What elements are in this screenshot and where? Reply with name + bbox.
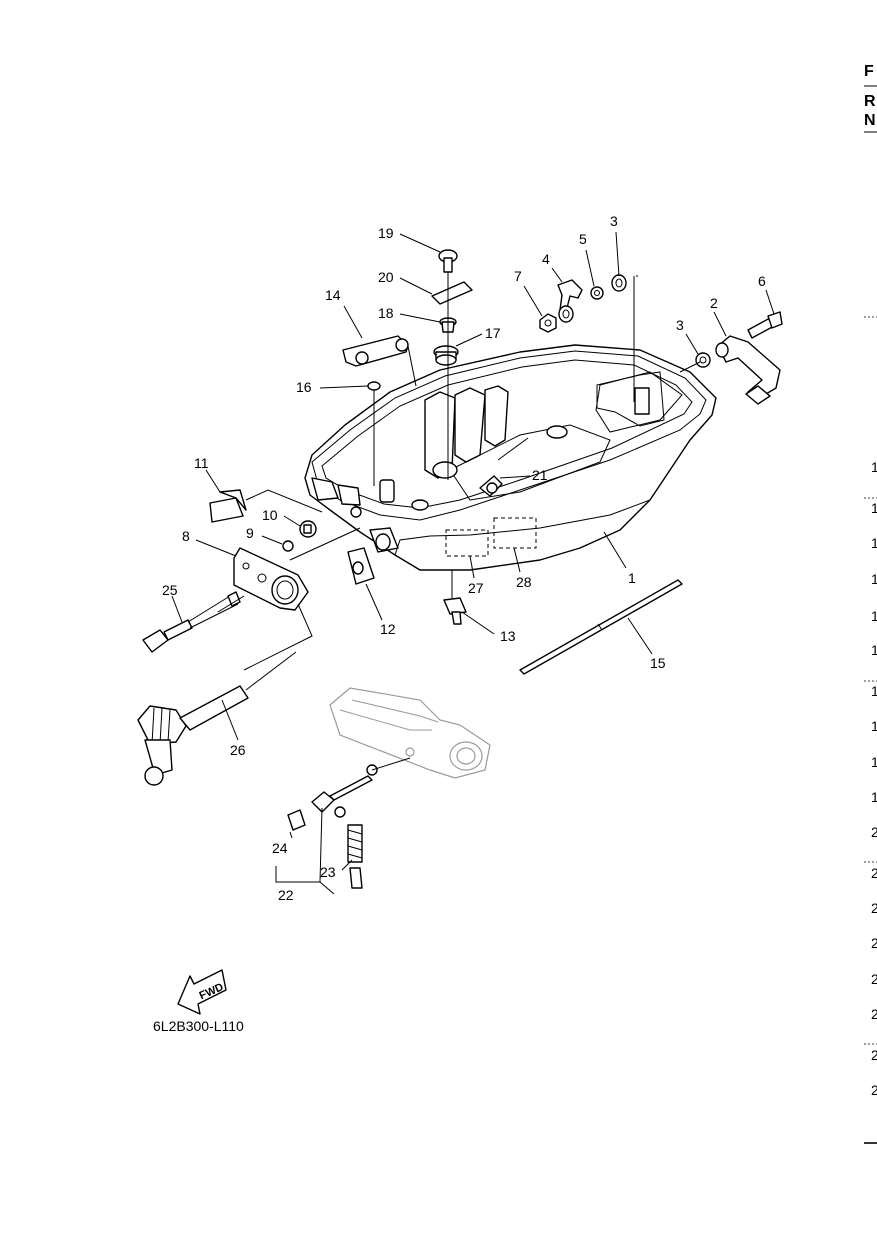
- callout-4: 4: [542, 251, 550, 267]
- part-21-fitting: [479, 475, 503, 497]
- edge-letter: R: [864, 93, 876, 110]
- lower-unit-reference: [329, 687, 491, 779]
- callout-20: 20: [378, 269, 394, 285]
- part-20-plate: [431, 281, 473, 305]
- part-12-plate: [347, 547, 375, 585]
- part-23-spring: [347, 824, 363, 889]
- part-26-throttle-grip: [137, 685, 249, 786]
- diagram-code: 6L2B300-L110: [153, 1018, 244, 1034]
- callout-2: 2: [710, 295, 718, 311]
- callout-3-top: 3: [610, 213, 618, 229]
- callout-3-right: 3: [676, 317, 684, 333]
- part-15-rod: [519, 579, 683, 675]
- edge-number: 1: [871, 754, 877, 770]
- part-17-grommet: [433, 345, 459, 366]
- part-19-bolt: [438, 249, 458, 273]
- part-16-screw: [367, 381, 381, 400]
- callout-8: 8: [182, 528, 190, 544]
- part-3-washer-upper: [611, 274, 627, 292]
- callout-9: 9: [246, 525, 254, 541]
- right-edge-table-fragment: F R N 1 1 1 1 1 1 1 1 1 1 2 2 2 2 2 2 2 …: [864, 63, 877, 1144]
- callout-17: 17: [485, 325, 501, 341]
- callout-28: 28: [516, 574, 532, 590]
- edge-number: 1: [871, 500, 877, 516]
- callout-24: 24: [272, 840, 288, 856]
- callout-19: 19: [378, 225, 394, 241]
- callout-numbers: 1 2 3 3 4 5 6 7 8 9 10 11 12 13 14 15 16…: [162, 213, 766, 903]
- part-24-cap: [287, 809, 306, 831]
- part-14-bracket-arm: [342, 335, 409, 367]
- callout-23: 23: [320, 864, 336, 880]
- edge-number: 2: [871, 1006, 877, 1022]
- callout-15: 15: [650, 655, 666, 671]
- callout-22: 22: [278, 887, 294, 903]
- callout-7: 7: [514, 268, 522, 284]
- callout-11: 11: [194, 455, 209, 471]
- callout-26: 26: [230, 742, 246, 758]
- callout-6: 6: [758, 273, 766, 289]
- edge-number: 1: [871, 683, 877, 699]
- edge-letter: N: [864, 112, 876, 129]
- edge-number: 1: [871, 608, 877, 624]
- callout-21: 21: [532, 467, 548, 483]
- edge-letter: F: [864, 63, 874, 80]
- leader-lines: [171, 231, 775, 895]
- part-5-washer: [590, 286, 604, 300]
- callout-12: 12: [380, 621, 396, 637]
- edge-number: 1: [871, 459, 877, 475]
- part-6-bolt: [747, 311, 783, 339]
- edge-number: 2: [871, 971, 877, 987]
- edge-number: 2: [871, 824, 877, 840]
- edge-number: 1: [871, 535, 877, 551]
- edge-number: 1: [871, 718, 877, 734]
- part-13-grommet: [443, 597, 467, 625]
- callout-16: 16: [296, 379, 312, 395]
- part-10-grommet: [299, 520, 317, 538]
- part-4-bracket: [557, 279, 583, 313]
- part-11-cover: [209, 489, 247, 523]
- edge-number: 1: [871, 642, 877, 658]
- callout-14: 14: [325, 287, 341, 303]
- edge-number: 2: [871, 1082, 877, 1098]
- fwd-arrow: FWD: [177, 969, 227, 1015]
- callout-13: 13: [500, 628, 516, 644]
- part-3-washer-right: [695, 352, 711, 368]
- callout-18: 18: [378, 305, 394, 321]
- part-25-wire-lead: [142, 591, 241, 653]
- callout-10: 10: [262, 507, 278, 523]
- edge-number: 1: [871, 789, 877, 805]
- edge-number: 2: [871, 865, 877, 881]
- part-8-plate: [233, 547, 309, 611]
- edge-number: 1: [871, 571, 877, 587]
- callout-1: 1: [628, 570, 636, 586]
- assembly-lines: [217, 272, 701, 771]
- part-9-washer: [282, 540, 294, 552]
- bottom-cowling: [304, 344, 717, 571]
- edge-number: 2: [871, 900, 877, 916]
- edge-number: 2: [871, 1047, 877, 1063]
- edge-number: 2: [871, 935, 877, 951]
- part-7-nut: [539, 313, 557, 333]
- callout-5: 5: [579, 231, 587, 247]
- callout-25: 25: [162, 582, 178, 598]
- callout-27: 27: [468, 580, 484, 596]
- part-2-grip-handle: [715, 335, 781, 405]
